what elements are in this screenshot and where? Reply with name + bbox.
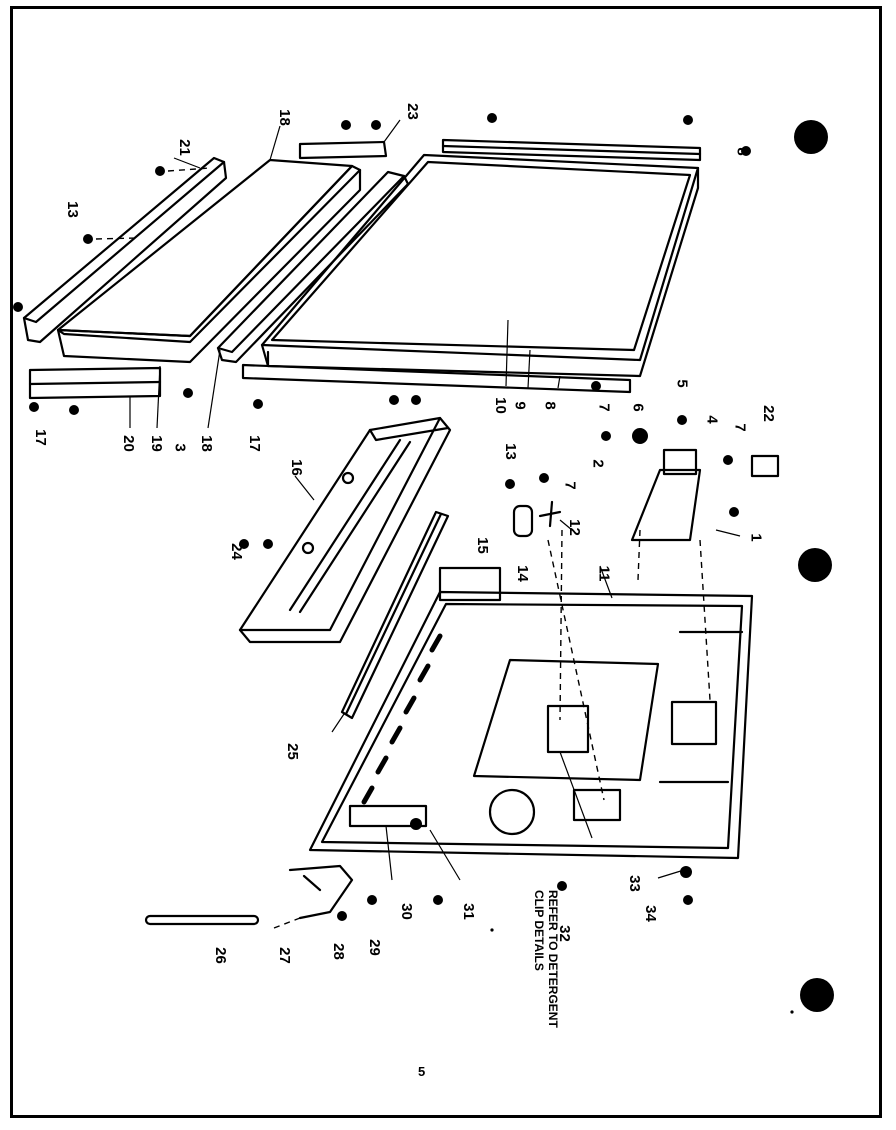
screws xyxy=(13,113,751,921)
fan-part xyxy=(538,500,562,528)
callout-25: 25 xyxy=(283,743,301,760)
callout-7: 7 xyxy=(561,481,579,490)
callout-34: 34 xyxy=(641,905,659,922)
outer-door-panel xyxy=(260,153,700,378)
spring-rod xyxy=(144,914,260,926)
callout-26: 26 xyxy=(211,947,229,964)
bracket-right xyxy=(750,454,780,478)
long-rail xyxy=(340,510,450,720)
callout-7: 7 xyxy=(731,423,749,432)
callout-11: 11 xyxy=(595,565,613,582)
lower-left-bracket xyxy=(28,366,162,400)
side-channel-left xyxy=(22,156,228,344)
detergent-clip-note: REFER TO DETERGENT CLIP DETAILS xyxy=(532,890,560,1028)
detergent-clip xyxy=(546,704,622,822)
binder-hole-top xyxy=(794,120,828,154)
callout-23: 23 xyxy=(403,103,421,120)
hinge-plate xyxy=(670,700,718,746)
callout-15: 15 xyxy=(473,537,491,554)
note-line-1: REFER TO DETERGENT xyxy=(546,890,560,1028)
top-small-strip xyxy=(298,140,388,160)
callout-9: 9 xyxy=(511,401,529,410)
callout-2: 2 xyxy=(589,459,607,468)
callout-18: 18 xyxy=(275,109,293,126)
control-panel-housing xyxy=(238,416,452,644)
binder-hole-bottom xyxy=(800,978,834,1012)
page-number: 5 xyxy=(418,1064,426,1079)
callout-8: 8 xyxy=(541,401,559,410)
latch-bracket xyxy=(630,448,702,542)
callout-12: 12 xyxy=(565,519,583,536)
inner-door-liner xyxy=(308,590,754,860)
callout-6: 6 xyxy=(629,403,647,412)
inner-door-panel xyxy=(56,158,362,364)
pivot-part xyxy=(512,504,534,538)
callout-13: 13 xyxy=(501,443,519,460)
lower-hinge xyxy=(288,864,354,920)
center-divider-channel xyxy=(216,170,410,364)
vent-slots xyxy=(361,633,443,805)
callout-5: 5 xyxy=(673,379,691,388)
callout-27: 27 xyxy=(275,947,293,964)
guide-lines xyxy=(95,167,711,929)
callout-24: 24 xyxy=(227,543,245,560)
callout-19: 19 xyxy=(147,435,165,452)
bottom-trim-strip xyxy=(241,363,632,394)
callout-17: 17 xyxy=(31,429,49,446)
callout-20: 20 xyxy=(119,435,137,452)
callout-22: 22 xyxy=(759,405,777,422)
callout-14: 14 xyxy=(513,565,531,582)
callout-7: 7 xyxy=(595,403,613,412)
callout-13: 13 xyxy=(63,201,81,218)
callout-29: 29 xyxy=(365,939,383,956)
callout-4: 4 xyxy=(703,415,721,424)
callout-28: 28 xyxy=(329,943,347,960)
callout-1: 1 xyxy=(747,533,765,542)
hinge-pad xyxy=(348,804,428,828)
stray-marks xyxy=(490,928,794,1014)
callout-3: 3 xyxy=(171,443,189,452)
callout-21: 21 xyxy=(175,139,193,156)
binder-hole-middle xyxy=(798,548,832,582)
bracket-upper xyxy=(438,566,502,602)
leader-lines xyxy=(129,119,741,881)
page-border xyxy=(10,6,882,1118)
callout-16: 16 xyxy=(287,459,305,476)
callout-31: 31 xyxy=(459,903,477,920)
note-line-2: CLIP DETAILS xyxy=(532,890,546,971)
callout-33: 33 xyxy=(625,875,643,892)
callout-30: 30 xyxy=(397,903,415,920)
callout-18: 18 xyxy=(197,435,215,452)
callout-8: 8 xyxy=(733,147,751,156)
callout-10: 10 xyxy=(491,397,509,414)
top-trim-strip-right xyxy=(441,138,702,162)
callout-17: 17 xyxy=(245,435,263,452)
